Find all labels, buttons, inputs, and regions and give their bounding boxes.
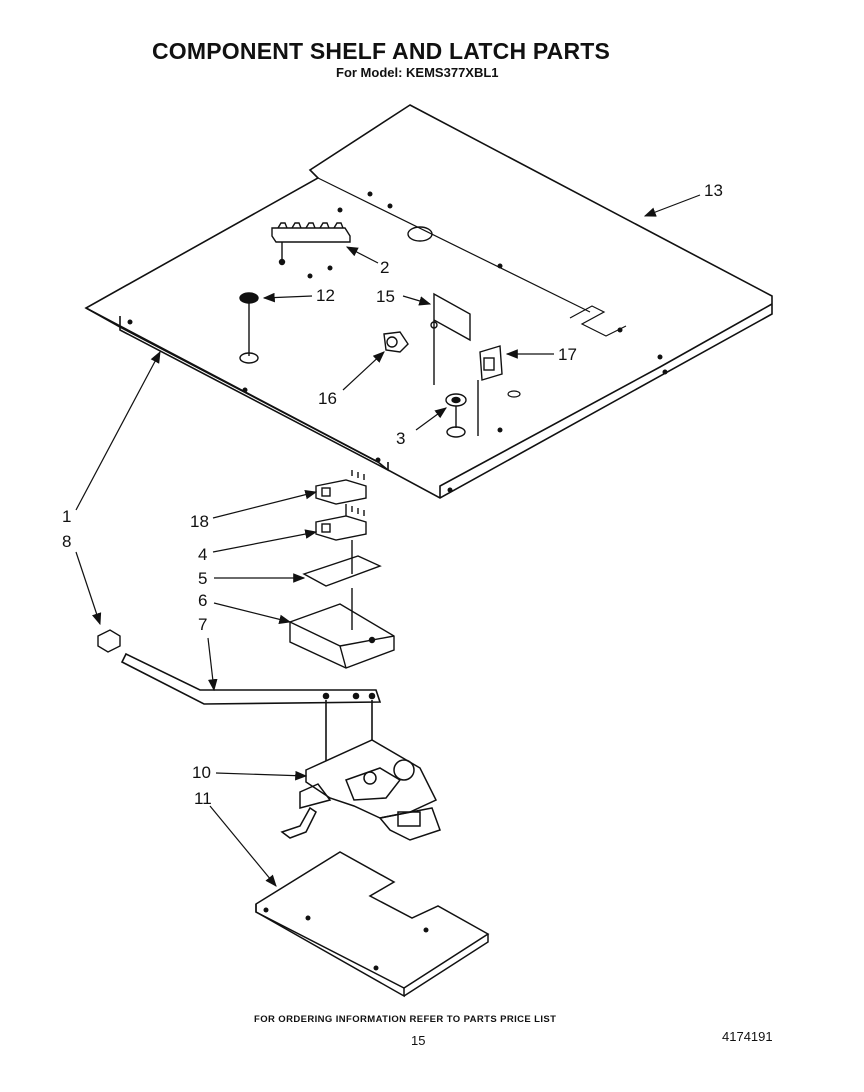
latch-switch-lower — [315, 504, 367, 541]
mounting-bracket — [430, 292, 471, 385]
callout-2: 2 — [380, 258, 389, 277]
switch-bracket — [289, 588, 395, 669]
latch-assembly — [280, 739, 441, 841]
callout-13: 13 — [704, 181, 723, 200]
latch-cover-plate — [255, 851, 490, 998]
page-title: COMPONENT SHELF AND LATCH PARTS — [152, 38, 611, 64]
callout-15: 15 — [376, 287, 395, 306]
callout-8: 8 — [62, 532, 71, 551]
page-number: 15 — [411, 1033, 426, 1048]
latch-switch-upper — [315, 470, 367, 505]
component-shelf — [84, 104, 773, 499]
model-subtitle: For Model: KEMS377XBL1 — [336, 65, 499, 80]
insulator — [302, 540, 382, 587]
plug-grommet — [239, 292, 259, 364]
callout-16: 16 — [318, 389, 337, 408]
callout-1: 1 — [62, 507, 71, 526]
latch-stop — [97, 629, 121, 653]
callout-18: 18 — [190, 512, 209, 531]
callout-17: 17 — [558, 345, 577, 364]
bushing — [445, 393, 467, 438]
callout-7: 7 — [198, 615, 207, 634]
callout-12: 12 — [316, 286, 335, 305]
door-switch — [477, 345, 503, 436]
callout-3: 3 — [396, 429, 405, 448]
callout-5: 5 — [198, 569, 207, 588]
callout-10: 10 — [192, 763, 211, 782]
callout-leaders — [75, 194, 701, 887]
callout-6: 6 — [198, 591, 207, 610]
latch-link — [120, 652, 382, 770]
callout-4: 4 — [198, 545, 207, 564]
lamp-socket — [383, 331, 409, 353]
terminal-block — [271, 222, 351, 266]
callout-11: 11 — [194, 789, 212, 808]
document-number: 4174191 — [722, 1029, 773, 1044]
callout-labels: 13 2 12 15 17 16 3 1 8 18 4 5 6 7 10 11 — [62, 181, 723, 808]
ordering-info-footer: FOR ORDERING INFORMATION REFER TO PARTS … — [254, 1014, 557, 1025]
